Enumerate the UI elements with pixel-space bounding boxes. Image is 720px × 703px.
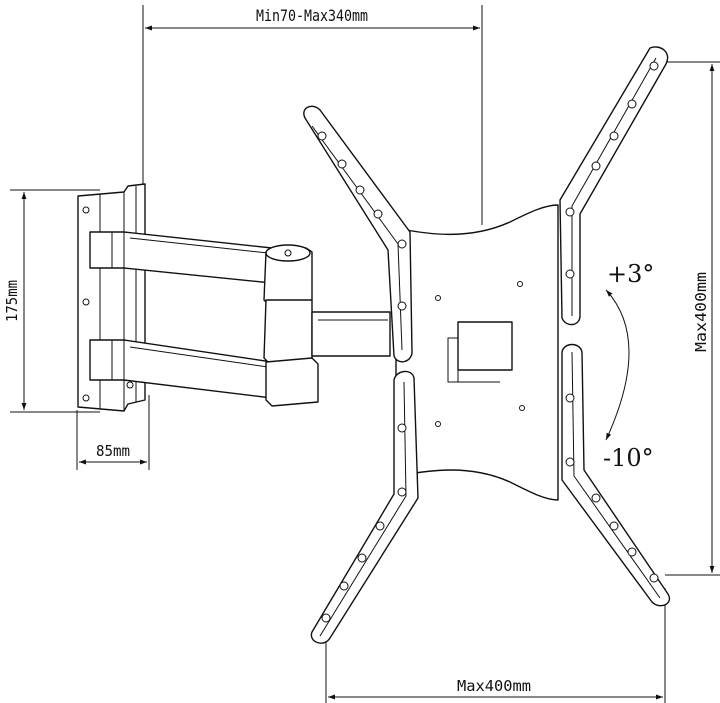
vesa-horizontal-dimension: Max400mm [325,588,666,703]
vesa-vertical-dimension: Max400mm [655,61,720,576]
vesa-arm-upper-left [303,105,413,363]
tilt-down-label: -10° [603,444,654,472]
wall-plate-width-label: 85mm [96,442,130,460]
center-mounting-plate [395,204,559,501]
wall-plate-width-dimension: 85mm [76,395,150,470]
vesa-arm-lower-right [561,343,671,607]
tilt-up-label: +3° [607,260,654,288]
wall-plate-height-dimension: 175mm [3,189,100,413]
vesa-arm-lower-left [310,370,419,644]
vesa-vertical-label: Max400mm [692,272,710,352]
tilt-range-indicator: +3° -10° [603,260,654,472]
arm-extension-label: Min70-Max340mm [256,6,368,25]
wall-plate-height-label: 175mm [3,280,21,322]
vesa-horizontal-label: Max400mm [457,677,531,695]
arm-extension-dimension: Min70-Max340mm [142,5,483,225]
articulating-arm [89,231,391,407]
vesa-arm-upper-right [559,46,669,326]
